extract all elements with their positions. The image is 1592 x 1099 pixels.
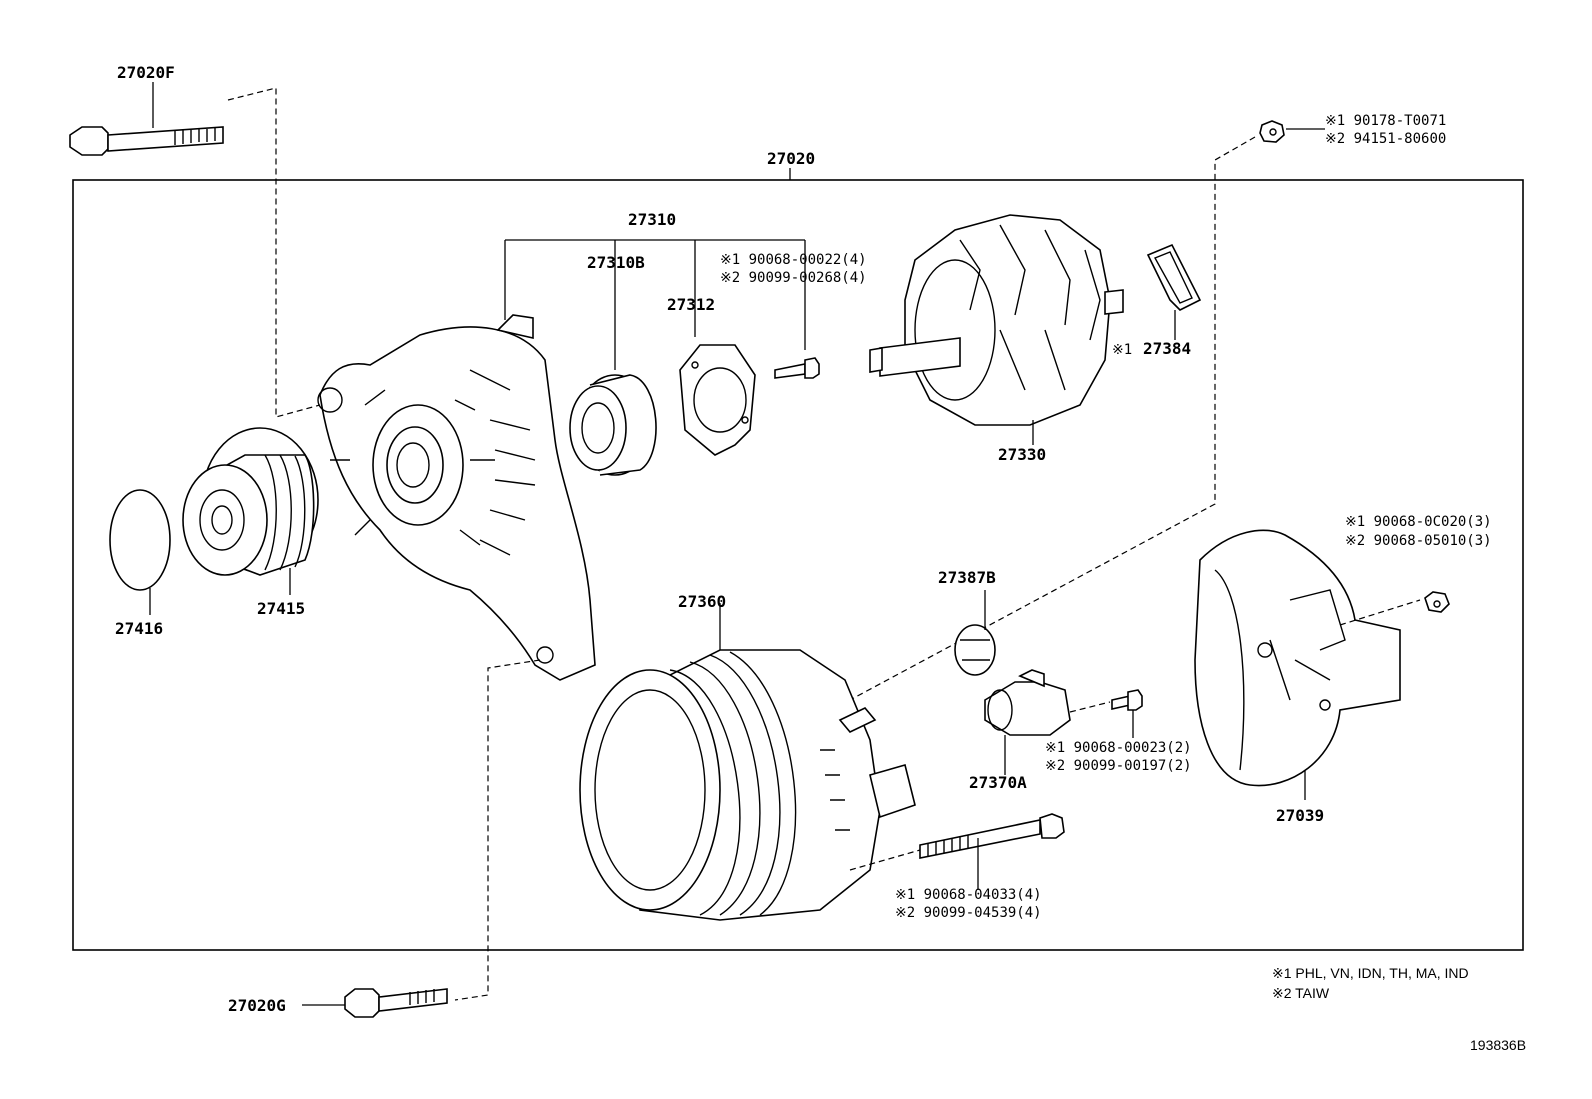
ref-screw-27310-2: ※2 90099-00268(4) (720, 270, 867, 286)
ref-bolt-long-1: ※1 90068-04033(4) (895, 887, 1042, 903)
screw-27310-drawing (774, 357, 820, 379)
screw-27370-drawing (1111, 689, 1143, 711)
ref-nut-top-1: ※1 90178-T0071 (1325, 113, 1446, 129)
label-27312: 27312 (667, 295, 715, 314)
label-27020f: 27020F (117, 63, 175, 82)
rear-cover-drawing (1194, 529, 1401, 787)
assembly-frame (72, 179, 1524, 951)
cover-drawing (109, 489, 171, 591)
ref-nut-27039-1: ※1 90068-0C020(3) (1345, 514, 1492, 530)
regulator-drawing (984, 669, 1071, 736)
bolt-long-drawing (919, 813, 1065, 859)
stator-housing-drawing (579, 649, 916, 921)
rotor-drawing (869, 214, 1124, 426)
bearing-drawing (569, 374, 657, 476)
label-27370a: 27370A (969, 773, 1027, 792)
label-27310: 27310 (628, 210, 676, 229)
pulley-drawing (182, 427, 319, 576)
ref-screw-27370-2: ※2 90099-00197(2) (1045, 758, 1192, 774)
diagram-id: 193836B (1470, 1037, 1526, 1053)
label-27039: 27039 (1276, 806, 1324, 825)
note-region-1: ※1 PHL, VN, IDN, TH, MA, IND (1272, 965, 1469, 981)
ref-screw-27370-1: ※1 90068-00023(2) (1045, 740, 1192, 756)
ref-bolt-long-2: ※2 90099-04539(4) (895, 905, 1042, 921)
label-27384-mark: ※1 (1112, 342, 1132, 358)
label-27360: 27360 (678, 592, 726, 611)
bolt-27020f-drawing (69, 126, 224, 156)
ref-screw-27310-1: ※1 90068-00022(4) (720, 252, 867, 268)
nut-27039-drawing (1424, 591, 1450, 613)
nut-top-drawing (1259, 120, 1285, 143)
bolt-27020g-drawing (344, 988, 448, 1018)
seal-ring-drawing (1146, 243, 1202, 311)
drive-end-frame-drawing (317, 314, 596, 681)
label-27416: 27416 (115, 619, 163, 638)
label-27384: 27384 (1143, 339, 1191, 358)
label-27020: 27020 (767, 149, 815, 168)
label-27330: 27330 (998, 445, 1046, 464)
ref-nut-27039-2: ※2 90068-05010(3) (1345, 533, 1492, 549)
label-27310b: 27310B (587, 253, 645, 272)
label-27020g: 27020G (228, 996, 286, 1015)
ref-nut-top-2: ※2 94151-80600 (1325, 131, 1446, 147)
retainer-plate-drawing (679, 344, 756, 456)
note-region-2: ※2 TAIW (1272, 985, 1330, 1001)
brush-cap-drawing (954, 624, 996, 676)
label-27387b: 27387B (938, 568, 996, 587)
label-27415: 27415 (257, 599, 305, 618)
